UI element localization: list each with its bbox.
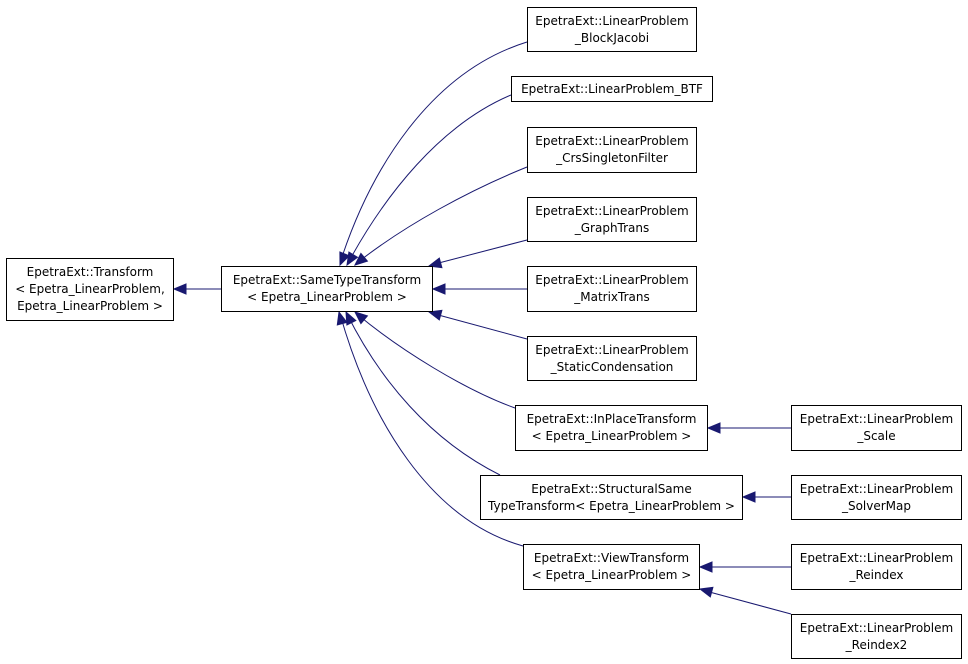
node-view-transform-line-2: < Epetra_LinearProblem >	[531, 568, 692, 582]
edge-in-place-to-same-type-arrowhead	[354, 311, 369, 325]
node-transform-line-3: Epetra_LinearProblem >	[17, 299, 163, 313]
node-view-transform-line-1: EpetraExt::ViewTransform	[533, 551, 690, 565]
node-reindex2[interactable]: EpetraExt::LinearProblem _Reindex2	[791, 614, 962, 659]
node-graph-trans[interactable]: EpetraExt::LinearProblem _GraphTrans	[527, 197, 697, 242]
node-view-transform[interactable]: EpetraExt::ViewTransform < Epetra_Linear…	[523, 544, 700, 590]
node-scale-line-2: _Scale	[857, 429, 896, 443]
node-scale[interactable]: EpetraExt::LinearProblem _Scale	[791, 405, 962, 451]
node-static-condensation-line-1: EpetraExt::LinearProblem	[535, 342, 689, 357]
node-graph-trans-line-2: _GraphTrans	[574, 220, 650, 235]
edge-structural-to-same-type	[346, 313, 501, 476]
node-static-condensation[interactable]: EpetraExt::LinearProblem _StaticCondensa…	[527, 336, 697, 381]
node-static-condensation-line-2: _StaticCondensation	[550, 359, 674, 374]
node-solver-map-line-1: EpetraExt::LinearProblem	[799, 481, 954, 496]
node-reindex-line-1: EpetraExt::LinearProblem	[799, 551, 954, 565]
edge-matrix-trans-to-same-type-arrowhead	[431, 283, 446, 295]
node-in-place-transform[interactable]: EpetraExt::InPlaceTransform < Epetra_Lin…	[515, 405, 708, 451]
node-in-place-transform-line-2: < Epetra_LinearProblem >	[531, 429, 692, 443]
node-solver-map[interactable]: EpetraExt::LinearProblem _SolverMap	[791, 475, 962, 520]
node-reindex-line-2: _Reindex	[849, 568, 904, 582]
node-scale-line-1: EpetraExt::LinearProblem	[799, 412, 954, 426]
edge-block-jacobi-to-same-type-arrowhead	[339, 251, 351, 267]
node-btf-line-1: EpetraExt::LinearProblem_BTF	[521, 81, 703, 96]
node-reindex2-line-2: _Reindex2	[845, 637, 908, 652]
edge-reindex-to-view-arrowhead	[698, 561, 713, 573]
edge-same-type-to-transform-arrowhead	[172, 283, 187, 295]
node-same-type-transform-line-2: < Epetra_LinearProblem >	[247, 290, 407, 304]
node-transform-line-1: EpetraExt::Transform	[26, 265, 154, 279]
edge-crs-to-same-type	[356, 166, 528, 264]
edge-reindex2-to-view	[701, 589, 792, 615]
node-block-jacobi[interactable]: EpetraExt::LinearProblem _BlockJacobi	[527, 7, 697, 52]
node-crs-singleton-filter-line-2: _CrsSingletonFilter	[556, 151, 668, 165]
edge-static-to-same-type	[430, 312, 528, 340]
node-graph-trans-line-1: EpetraExt::LinearProblem	[535, 203, 689, 218]
node-crs-singleton-filter[interactable]: EpetraExt::LinearProblem _CrsSingletonFi…	[527, 127, 697, 173]
edge-in-place-to-same-type	[356, 313, 516, 409]
edge-static-to-same-type-arrowhead	[427, 309, 443, 321]
node-btf[interactable]: EpetraExt::LinearProblem_BTF	[511, 76, 713, 102]
node-crs-singleton-filter-line-1: EpetraExt::LinearProblem	[535, 134, 689, 148]
node-transform-line-2: < Epetra_LinearProblem,	[15, 282, 165, 296]
node-structural-same-type-transform-line-2: TypeTransform< Epetra_LinearProblem >	[488, 498, 735, 513]
node-same-type-transform-line-1: EpetraExt::SameTypeTransform	[232, 273, 422, 287]
node-transform[interactable]: EpetraExt::Transform < Epetra_LinearProb…	[6, 258, 174, 321]
node-structural-same-type-transform-line-1: EpetraExt::StructuralSame	[531, 481, 692, 496]
node-reindex2-line-1: EpetraExt::LinearProblem	[799, 620, 954, 635]
node-matrix-trans[interactable]: EpetraExt::LinearProblem _MatrixTrans	[527, 266, 697, 312]
node-matrix-trans-line-2: _MatrixTrans	[574, 290, 650, 304]
edge-crs-to-same-type-arrowhead	[354, 252, 369, 266]
node-block-jacobi-line-1: EpetraExt::LinearProblem	[535, 13, 689, 28]
node-matrix-trans-line-1: EpetraExt::LinearProblem	[535, 273, 689, 287]
edge-reindex2-to-view-arrowhead	[698, 586, 714, 598]
edge-structural-to-same-type-arrowhead	[345, 310, 357, 326]
edge-graph-trans-to-same-type-arrowhead	[427, 257, 443, 269]
edge-btf-to-same-type	[347, 94, 512, 264]
node-solver-map-line-2: _SolverMap	[841, 498, 912, 513]
node-in-place-transform-line-1: EpetraExt::InPlaceTransform	[526, 412, 697, 426]
edge-solver-map-to-structural-arrowhead	[741, 491, 756, 503]
edge-view-to-same-type-arrowhead	[336, 310, 348, 326]
edge-scale-to-in-place-arrowhead	[706, 422, 721, 434]
edge-view-to-same-type	[339, 313, 524, 547]
edge-block-jacobi-to-same-type	[339, 41, 528, 264]
edge-graph-trans-to-same-type	[430, 239, 528, 266]
node-reindex[interactable]: EpetraExt::LinearProblem _Reindex	[791, 544, 962, 590]
node-block-jacobi-line-2: _BlockJacobi	[574, 30, 650, 45]
node-same-type-transform[interactable]: EpetraExt::SameTypeTransform < Epetra_Li…	[221, 266, 433, 312]
node-structural-same-type-transform[interactable]: EpetraExt::StructuralSame TypeTransform<…	[480, 475, 743, 520]
edge-btf-to-same-type-arrowhead	[346, 251, 359, 267]
